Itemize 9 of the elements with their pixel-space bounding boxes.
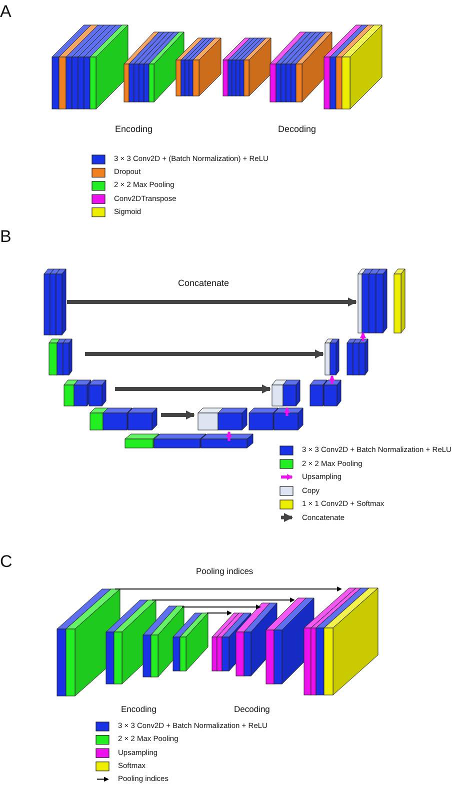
- panel-label: C: [0, 552, 12, 572]
- arrow-label: Pooling indices: [196, 566, 254, 576]
- section-label: Encoding: [121, 704, 156, 714]
- arrow-label: Concatenate: [178, 278, 230, 288]
- section-label: Encoding: [115, 124, 153, 134]
- section-label: Decoding: [234, 704, 270, 714]
- panel-label: A: [0, 2, 12, 22]
- section-label: Decoding: [278, 124, 316, 134]
- panel-label: B: [0, 227, 12, 247]
